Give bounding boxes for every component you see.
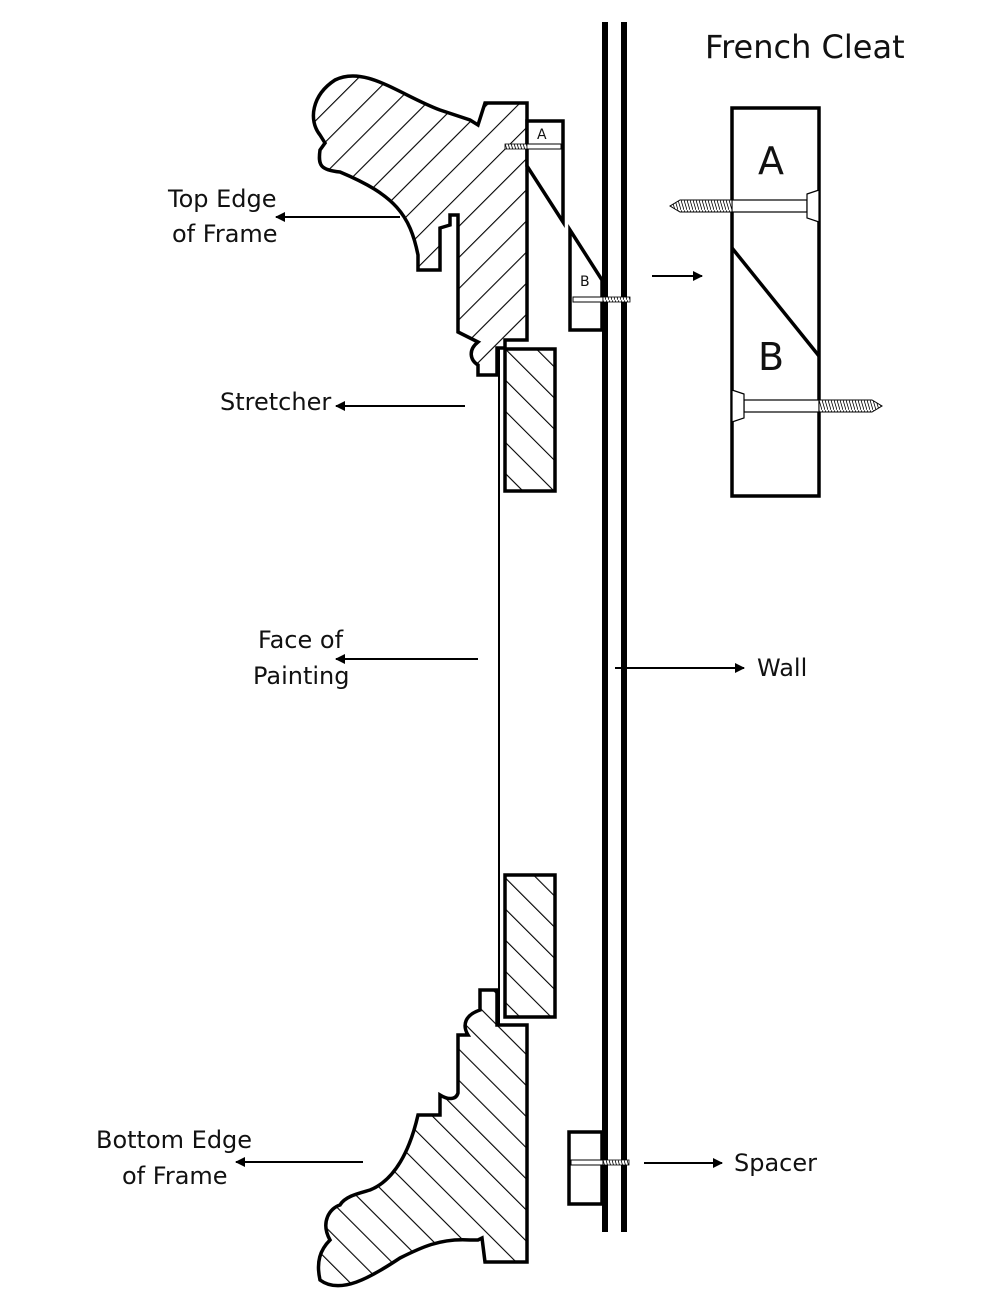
label-spacer: Spacer — [734, 1149, 817, 1177]
spacer-block — [567, 1130, 604, 1206]
cleat-detail-label-a: A — [758, 139, 784, 183]
label-bottom-edge-line2: of Frame — [122, 1162, 228, 1190]
bottom-frame-molding — [316, 988, 529, 1288]
cleat-side-view: A B — [504, 119, 631, 332]
cleat-b-piece — [568, 224, 604, 332]
screw-a-thread — [504, 143, 528, 150]
diagram-title: French Cleat — [705, 28, 905, 66]
detail-screw-a-head — [806, 189, 820, 223]
spacer — [567, 1130, 630, 1206]
cleat-detail-label-b: B — [758, 335, 784, 379]
cleat-a-label-small: A — [537, 127, 547, 143]
cleat-cut-line — [730, 246, 821, 358]
screw-b-thread — [602, 296, 631, 303]
detail-screw-a-thread — [669, 199, 733, 213]
spacer-screw-shank — [570, 1159, 604, 1166]
wall — [602, 22, 627, 1232]
detail-screw-b-thread — [818, 399, 883, 413]
label-wall: Wall — [757, 654, 807, 682]
annotations: Top Edge of Frame Stretcher Face of Pain… — [96, 185, 817, 1190]
top-frame-molding — [311, 74, 529, 377]
screw-b-shank — [572, 296, 604, 303]
detail-screw-a-shank — [731, 199, 808, 213]
spacer-screw-thread — [602, 1159, 630, 1166]
label-face-line2: Painting — [253, 662, 350, 690]
wall-line-front — [602, 22, 608, 1232]
label-top-edge-line2: of Frame — [172, 220, 278, 248]
stretcher-bottom — [503, 873, 557, 1019]
stretcher-top — [503, 347, 557, 493]
french-cleat-detail: French Cleat A B — [652, 28, 905, 498]
label-face-line1: Face of — [258, 626, 344, 654]
detail-screw-b-shank — [743, 399, 820, 413]
label-top-edge-line1: Top Edge — [167, 185, 277, 213]
detail-screw-b-head — [731, 389, 745, 423]
screw-a-shank — [525, 143, 562, 150]
wall-line-back — [621, 22, 627, 1232]
label-stretcher: Stretcher — [220, 388, 331, 416]
cleat-b-label-small: B — [580, 274, 590, 290]
label-bottom-edge-line1: Bottom Edge — [96, 1126, 252, 1154]
